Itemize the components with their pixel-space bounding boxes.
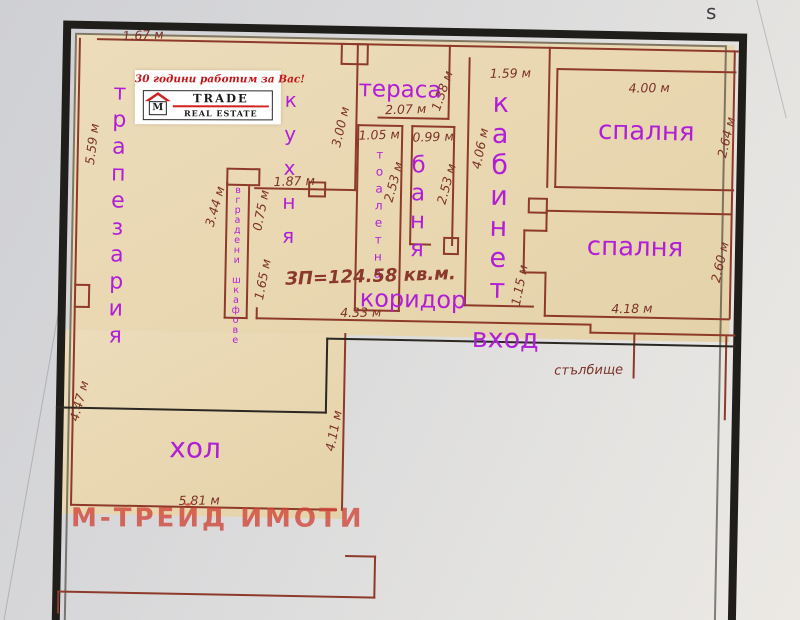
dim-bed2-bottom: 4.18 м (611, 300, 653, 317)
room-label-terrace: тераса (358, 76, 442, 104)
agency-logo: 30 години работим за Вас! M TRADE REAL E… (134, 70, 305, 125)
corner-letter: s (706, 0, 717, 24)
dim-office-top: 1.59 м (489, 65, 532, 81)
house-icon: M (144, 92, 171, 116)
room-label-toilet: тоалетна (370, 147, 387, 284)
room-label-staircase: стълбище (554, 362, 624, 379)
room-label-bedroom-2: спалня (586, 231, 684, 264)
logo-brand-box: M TRADE REAL ESTATE (142, 90, 273, 121)
walls (6, 0, 800, 614)
room-label-dining: трапезария (102, 80, 133, 351)
dim-bed1-top: 4.00 м (628, 79, 670, 96)
room-label-entrance: вход (471, 322, 540, 356)
black-outline (6, 0, 800, 414)
dim-kitchen-bottom: 1.87 м (273, 172, 316, 190)
room-label-hall: хол (169, 431, 222, 466)
room-label-bedroom-1: спалня (597, 115, 695, 148)
room-label-bath: баня (403, 152, 432, 265)
dim-toilet-top: 1.05 м (358, 126, 401, 143)
dim-corridor-bottom: 4.33 м (340, 304, 382, 321)
agency-watermark: М-ТРЕЙД ИМОТИ (71, 503, 365, 534)
dim-dining-top: 1.67 м (122, 26, 165, 44)
room-label-office: кабинет (481, 87, 517, 306)
brand-name: TRADE (172, 91, 269, 108)
brand-subtitle: REAL ESTATE (184, 108, 258, 119)
dim-terrace-bottom: 2.07 м (384, 100, 427, 118)
house-letter: M (148, 101, 167, 116)
dim-bath-top: 0.99 м (412, 128, 455, 145)
logo-slogan: 30 години работим за Вас! (134, 73, 305, 86)
